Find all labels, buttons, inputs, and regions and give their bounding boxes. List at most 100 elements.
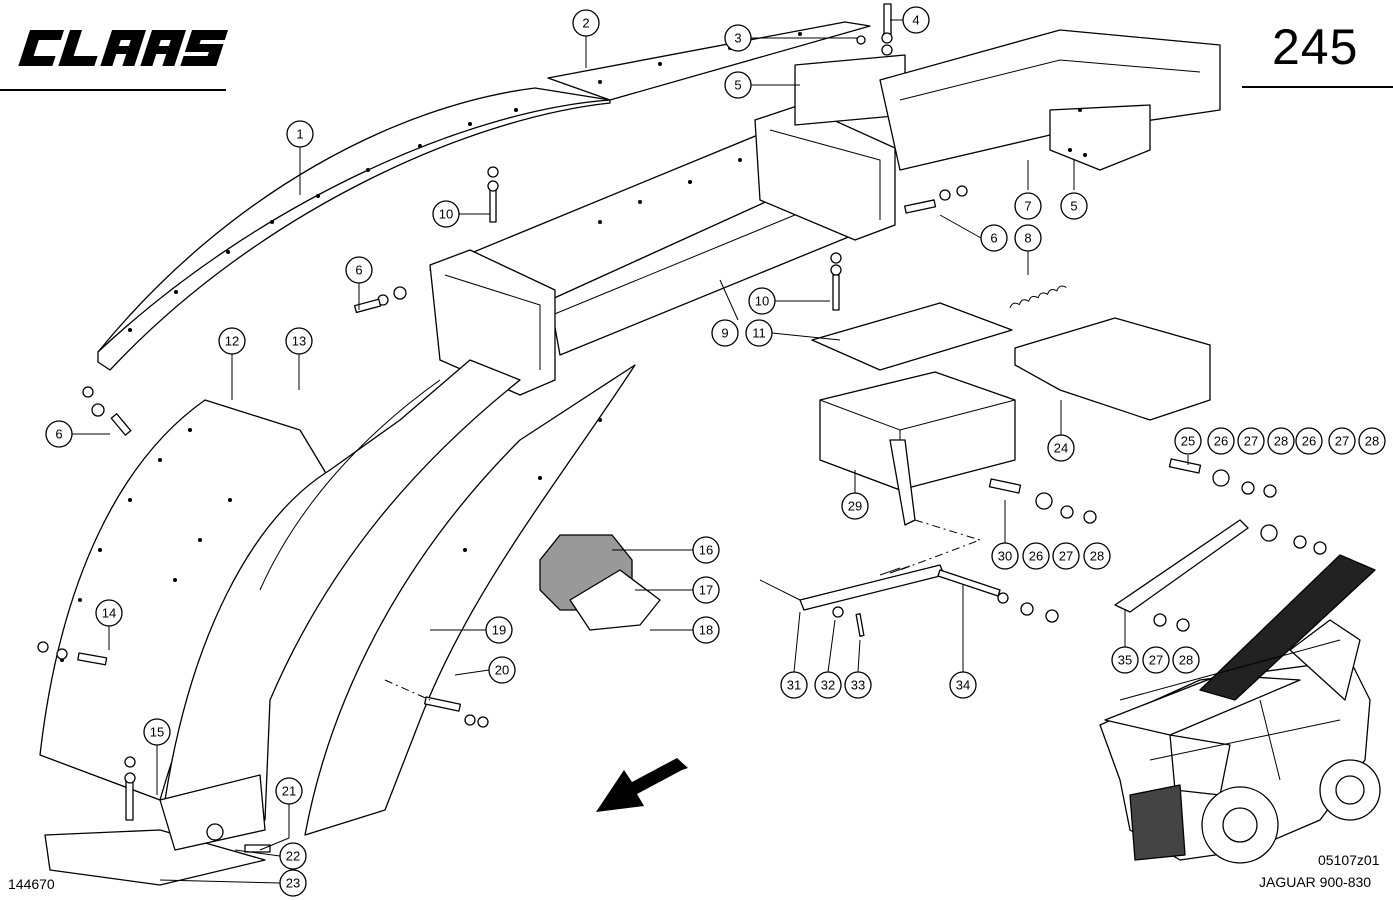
- callout-27c: 27: [1052, 542, 1080, 570]
- part-13-side-sheet: [164, 359, 521, 821]
- svg-text:6: 6: [55, 427, 62, 442]
- callout-20: 20: [488, 656, 516, 684]
- svg-text:9: 9: [721, 326, 728, 341]
- callout-28b: 28: [1358, 427, 1386, 455]
- callout-35: 35: [1111, 646, 1139, 674]
- svg-text:10: 10: [755, 294, 769, 309]
- svg-text:20: 20: [495, 663, 509, 678]
- svg-text:5: 5: [734, 78, 741, 93]
- svg-text:19: 19: [492, 623, 506, 638]
- svg-text:29: 29: [848, 499, 862, 514]
- callout-30: 30: [991, 542, 1019, 570]
- callout-6c: 6: [45, 420, 73, 448]
- callout-11: 11: [745, 319, 773, 347]
- svg-text:27: 27: [1149, 653, 1163, 668]
- part-29-bracket-box: [819, 371, 1016, 491]
- harvester-thumbnail: [1099, 554, 1381, 864]
- callout-32: 32: [814, 671, 842, 699]
- claas-logo: [18, 30, 229, 66]
- callout-34: 34: [949, 671, 977, 699]
- direction-arrow: [596, 758, 688, 812]
- svg-text:28: 28: [1090, 549, 1104, 564]
- callout-8: 8: [1014, 224, 1042, 252]
- callout-4: 4: [902, 6, 930, 34]
- svg-text:14: 14: [102, 606, 116, 621]
- svg-text:12: 12: [225, 334, 239, 349]
- svg-text:26: 26: [1302, 434, 1316, 449]
- svg-text:31: 31: [787, 678, 801, 693]
- svg-text:26: 26: [1214, 434, 1228, 449]
- header-rule-left: [0, 89, 226, 91]
- svg-text:13: 13: [292, 334, 306, 349]
- part-19-skirt: [304, 364, 636, 836]
- svg-text:3: 3: [734, 31, 741, 46]
- svg-text:22: 22: [286, 849, 300, 864]
- part-23-lower-plate: [44, 829, 266, 886]
- part-8-spring: [1009, 285, 1067, 309]
- svg-text:7: 7: [1024, 199, 1031, 214]
- svg-text:25: 25: [1181, 434, 1195, 449]
- svg-text:28: 28: [1274, 434, 1288, 449]
- svg-text:4: 4: [912, 13, 919, 28]
- callout-14: 14: [95, 599, 123, 627]
- callout-6a: 6: [980, 224, 1008, 252]
- callout-26c: 26: [1022, 542, 1050, 570]
- part-34-bolt: [937, 569, 1001, 597]
- svg-text:21: 21: [282, 784, 296, 799]
- part-35-lever-arm: [1114, 519, 1249, 613]
- svg-text:1: 1: [296, 127, 303, 142]
- part-17-plate: [569, 569, 661, 631]
- svg-text:2: 2: [582, 16, 589, 31]
- callout-6b: 6: [345, 256, 373, 284]
- callout-33: 33: [844, 671, 872, 699]
- callout-29: 29: [841, 492, 869, 520]
- svg-text:18: 18: [699, 623, 713, 638]
- svg-text:8: 8: [1024, 231, 1031, 246]
- callout-22: 22: [279, 842, 307, 870]
- callout-16: 16: [692, 536, 720, 564]
- callout-28a: 28: [1267, 427, 1295, 455]
- callout-26b: 26: [1295, 427, 1323, 455]
- callout-27d: 27: [1142, 646, 1170, 674]
- reference-code: 05107z01: [1318, 852, 1380, 868]
- callout-5b: 5: [1060, 192, 1088, 220]
- svg-text:6: 6: [990, 231, 997, 246]
- callout-28c: 28: [1083, 542, 1111, 570]
- svg-text:28: 28: [1179, 653, 1193, 668]
- svg-text:28: 28: [1365, 434, 1379, 449]
- callout-23: 23: [279, 869, 307, 897]
- callout-25: 25: [1174, 427, 1202, 455]
- callout-24: 24: [1047, 434, 1075, 462]
- svg-text:16: 16: [699, 543, 713, 558]
- part-24-cover: [1014, 317, 1211, 421]
- callout-18: 18: [692, 616, 720, 644]
- callout-13: 13: [285, 327, 313, 355]
- callout-26a: 26: [1207, 427, 1235, 455]
- callout-7: 7: [1014, 192, 1042, 220]
- svg-text:35: 35: [1118, 653, 1132, 668]
- part-10-bolt: [489, 189, 497, 223]
- page-number: 245: [1272, 19, 1359, 75]
- svg-text:34: 34: [956, 678, 970, 693]
- callout-31: 31: [780, 671, 808, 699]
- part-11-plate: [811, 302, 1013, 371]
- callout-17: 17: [692, 576, 720, 604]
- svg-text:27: 27: [1059, 549, 1073, 564]
- model-label: JAGUAR 900-830: [1259, 874, 1372, 890]
- callout-10b: 10: [748, 287, 776, 315]
- callout-10a: 10: [432, 200, 460, 228]
- callout-1: 1: [286, 120, 314, 148]
- drawing-number: 144670: [8, 876, 55, 892]
- callout-27b: 27: [1328, 427, 1356, 455]
- callout-19: 19: [485, 616, 513, 644]
- svg-text:15: 15: [150, 725, 164, 740]
- svg-text:32: 32: [821, 678, 835, 693]
- svg-text:27: 27: [1244, 434, 1258, 449]
- callout-15: 15: [143, 718, 171, 746]
- svg-text:26: 26: [1029, 549, 1043, 564]
- svg-text:27: 27: [1335, 434, 1349, 449]
- svg-text:11: 11: [752, 326, 766, 341]
- part-31-shaft: [799, 564, 945, 611]
- callout-5a: 5: [724, 71, 752, 99]
